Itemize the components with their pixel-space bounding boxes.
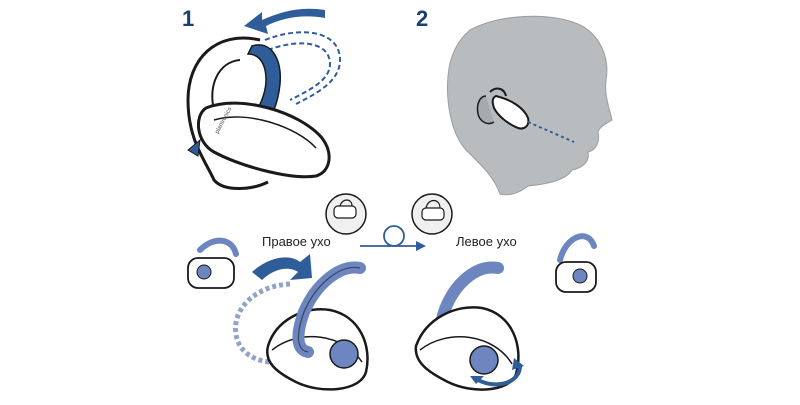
rotate-arrow-icon bbox=[244, 8, 325, 34]
left-ear-label: Левое ухо bbox=[456, 234, 517, 249]
small-headset-right bbox=[555, 233, 597, 293]
switch-arrow-icon bbox=[360, 225, 426, 251]
headset-on-head bbox=[491, 94, 530, 130]
right-ear-circle bbox=[325, 193, 367, 235]
step-number-1: 1 bbox=[182, 6, 195, 31]
step2-illustration bbox=[447, 15, 613, 196]
left-ear-headset bbox=[414, 261, 524, 391]
mic-direction-line bbox=[527, 121, 575, 143]
right-ear-headset bbox=[233, 254, 369, 391]
headset-body bbox=[197, 101, 331, 179]
rotate-circle-icon bbox=[477, 365, 522, 387]
small-headset-left bbox=[187, 237, 239, 289]
right-ear-label: Правое ухо bbox=[262, 234, 331, 249]
earhook-dashed-path bbox=[264, 31, 342, 105]
step-number-2: 2 bbox=[416, 6, 429, 31]
step1-illustration: plantronics bbox=[186, 8, 342, 190]
head-silhouette bbox=[447, 15, 613, 196]
left-ear-circle bbox=[411, 193, 453, 235]
